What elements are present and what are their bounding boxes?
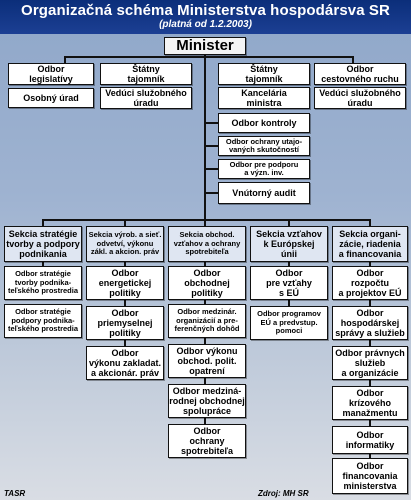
odbor-krizoveho-manazmentu-box: Odbor krízového manažmentu (332, 386, 408, 420)
connector-podpory (206, 168, 218, 170)
veduci-uradu-right-box: Vedúci služobného úradu (314, 87, 406, 109)
odbor-vykonu-obchod-box: Odbor výkonu obchod. polit. opatrení (168, 344, 246, 378)
odbor-pre-vztahy-eu-box: Odbor pre vzťahy s EÚ (250, 266, 328, 300)
odbor-pravnych-sluzieb-box: Odbor právnych služieb a organizácie (332, 346, 408, 380)
odbor-obchodnej-politiky-box: Odbor obchodnej politiky (168, 266, 246, 300)
odbor-medzinarodnej-spoluprace-box: Odbor medziná- rodnej obchodnej spoluprá… (168, 384, 246, 418)
footer-agency: TASR (4, 489, 26, 498)
odbor-hospodarskej-spravy-box: Odbor hospodárskej správy a služieb (332, 306, 408, 340)
odbor-ochrany-utajovanych-box: Odbor ochrany utajo- vaných skutočností (218, 136, 310, 156)
connector-sect-2 (124, 219, 126, 227)
connector-audit (206, 192, 218, 194)
odbor-priemyselnej-politiky-box: Odbor priemyselnej politiky (86, 306, 164, 340)
odbor-legislativy-box: Odbor legislatívy (8, 63, 94, 85)
connector-kontroly (206, 122, 218, 124)
statny-tajomnik-right-box: Štátny tajomník (218, 63, 310, 85)
statny-tajomnik-left-box: Štátny tajomník (100, 63, 192, 85)
section-head-organizacie: Sekcia organi- zácie, riadenia a financo… (332, 226, 408, 262)
odbor-informatiky-box: Odbor informatiky (332, 426, 408, 454)
connector-sect-5 (369, 219, 371, 227)
odbor-strategie-podpory-box: Odbor stratégie podpory podnika- teľskéh… (4, 304, 82, 338)
connector-sect-1 (42, 219, 44, 227)
footer-source: Zdroj: MH SR (258, 489, 309, 498)
odbor-ochrany-spotrebitela-box: Odbor ochrany spotrebiteľa (168, 424, 246, 458)
vnutorny-audit-box: Vnútorný audit (218, 182, 310, 204)
odbor-kontroly-box: Odbor kontroly (218, 113, 310, 133)
connector-trunk-low (204, 215, 206, 227)
odbor-vykonu-zakladat-box: Odbor výkonu zakladat. a akcionár. práv (86, 346, 164, 380)
odbor-rozpoctu-box: Odbor rozpočtu a projektov EÚ (332, 266, 408, 300)
title-bar (0, 0, 411, 34)
kancelaria-ministra-box: Kancelária ministra (218, 87, 310, 109)
connector-top-bar (64, 56, 352, 58)
chart-subtitle: (platná od 1.2.2003) (159, 19, 252, 30)
connector-legis (64, 56, 66, 64)
section-head-strategie: Sekcia stratégie tvorby a podpory podnik… (4, 226, 82, 262)
odbor-financovania-box: Odbor financovania ministerstva (332, 458, 408, 494)
odbor-cestovneho-ruchu-box: Odbor cestovného ruchu (314, 63, 406, 85)
connector-ochrany (206, 145, 218, 147)
odbor-energetickej-politiky-box: Odbor energetickej politiky (86, 266, 164, 300)
connector-cest (352, 56, 354, 64)
connector-trunk (204, 52, 206, 222)
section-head-vyrobnych: Sekcia výrob. a sieť. odvetví, výkonu zá… (86, 226, 164, 262)
minister-box: Minister (164, 37, 246, 55)
veduci-uradu-left-box: Vedúci služobného úradu (100, 87, 192, 109)
section-head-obchodnych: Sekcia obchod. vzťahov a ochrany spotreb… (168, 226, 246, 262)
connector-sect-4 (288, 219, 290, 227)
section-head-eu: Sekcia vzťahov k Európskej únii (250, 226, 328, 262)
odbor-medzinar-organizacii-box: Odbor medzinár. organizácií a pre- feren… (168, 304, 246, 338)
osobny-urad-box: Osobný úrad (8, 88, 94, 108)
chart-title: Organizačná schéma Ministerstva hospodár… (21, 2, 390, 19)
odbor-strategie-tvorby-box: Odbor stratégie tvorby podnika- teľského… (4, 266, 82, 300)
connector-sections-bar (42, 219, 370, 221)
odbor-pre-podporu-box: Odbor pre podporu a význ. inv. (218, 159, 310, 179)
odbor-programov-eu-box: Odbor programov EÚ a predvstup. pomoci (250, 306, 328, 340)
